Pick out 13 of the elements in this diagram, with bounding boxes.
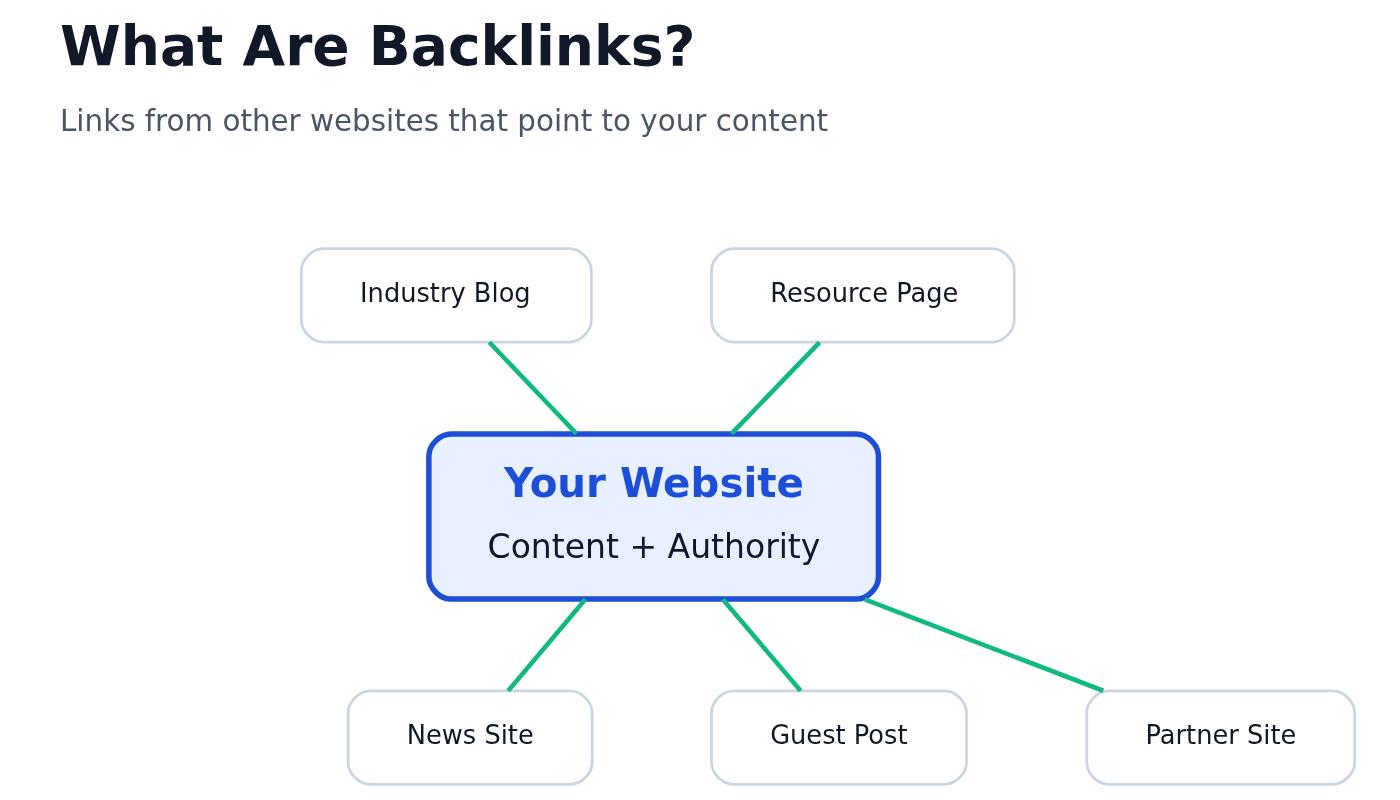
connector: [720, 597, 803, 693]
node-box: Partner Site: [1085, 689, 1357, 786]
connector: [864, 597, 1105, 693]
node-box: Industry Blog: [299, 247, 593, 344]
label: Links from other websites that point to your content: [60, 103, 829, 138]
connector: [487, 340, 579, 436]
connector: [729, 340, 822, 436]
diagram-title: What Are Backlinks?: [60, 14, 696, 79]
node-box: News Site: [346, 689, 594, 786]
node-box: Your Website Content + Authority: [426, 431, 882, 602]
connector: [506, 597, 588, 693]
node-box: Guest Post: [710, 689, 968, 786]
node-box: Resource Page: [710, 247, 1016, 344]
